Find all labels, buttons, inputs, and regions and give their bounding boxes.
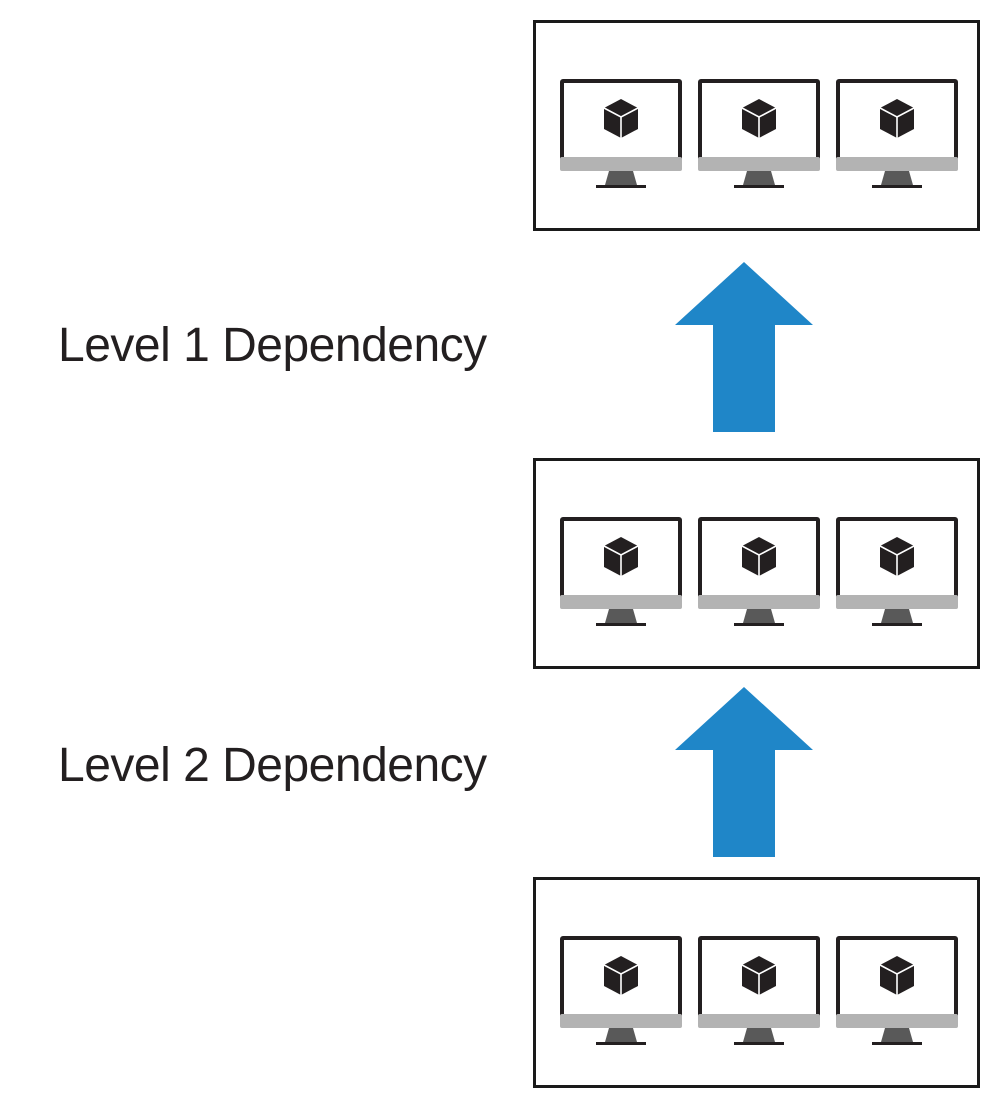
up-arrow-icon: [675, 262, 813, 432]
package-cube-icon: [879, 956, 915, 995]
package-cube-icon: [879, 99, 915, 138]
monitor-icon: [560, 79, 682, 191]
package-cube-icon: [741, 956, 777, 995]
middle-tier-box: [533, 458, 980, 669]
monitor-icon: [698, 517, 820, 629]
package-cube-icon: [603, 99, 639, 138]
package-cube-icon: [741, 99, 777, 138]
level-1-dependency-label: Level 1 Dependency: [58, 319, 487, 372]
monitor-icon: [698, 79, 820, 191]
bottom-tier-box: [533, 877, 980, 1088]
up-arrow-icon: [675, 687, 813, 857]
package-cube-icon: [603, 537, 639, 576]
monitor-icon: [698, 936, 820, 1048]
monitor-icon: [836, 936, 958, 1048]
package-cube-icon: [603, 956, 639, 995]
package-cube-icon: [741, 537, 777, 576]
level-2-dependency-label: Level 2 Dependency: [58, 739, 487, 792]
monitor-icon: [836, 79, 958, 191]
monitor-icon: [560, 517, 682, 629]
monitor-icon: [836, 517, 958, 629]
top-tier-box: [533, 20, 980, 231]
package-cube-icon: [879, 537, 915, 576]
monitor-icon: [560, 936, 682, 1048]
